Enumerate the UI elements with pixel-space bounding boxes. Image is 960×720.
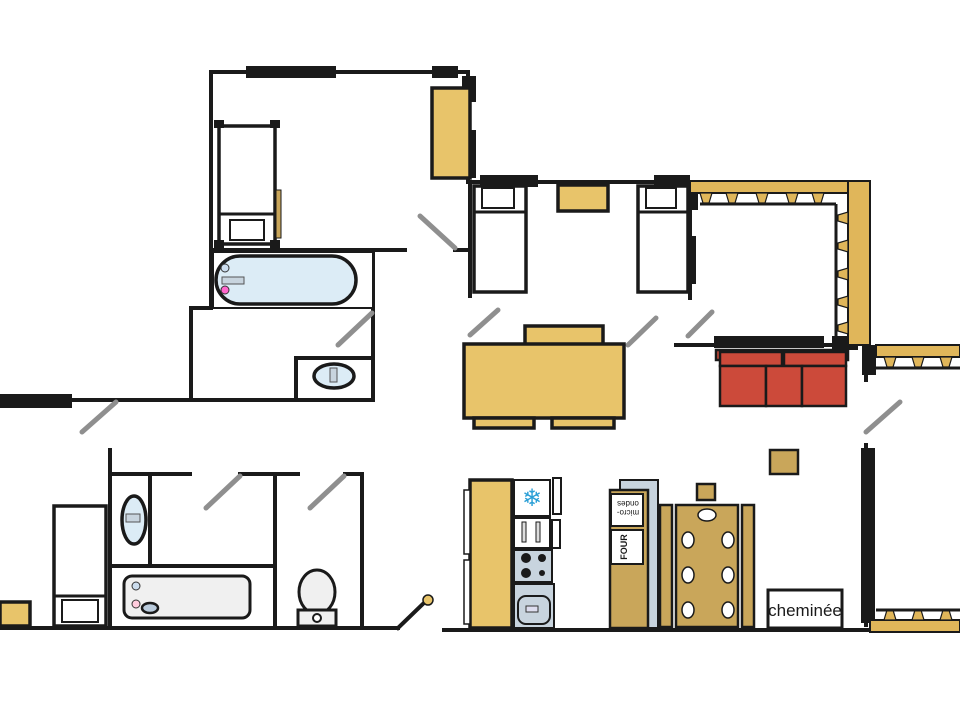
bench-right	[740, 503, 756, 629]
oven	[610, 529, 644, 565]
double-bed	[217, 124, 277, 246]
nightstand	[0, 600, 32, 628]
snowflake-icon: ❄	[522, 486, 542, 512]
bathroom-2	[120, 494, 434, 628]
tap-icon	[422, 594, 434, 606]
bathtub	[214, 254, 358, 306]
cooktop	[513, 549, 553, 583]
balcony	[689, 180, 960, 633]
living-room: cheminée	[462, 324, 850, 630]
dining	[658, 482, 756, 629]
tall-cabinet	[468, 478, 514, 630]
freezer	[513, 479, 551, 517]
fireplace	[766, 588, 844, 630]
toilet	[297, 568, 337, 616]
place-settings	[681, 508, 735, 619]
bedroom-2	[472, 183, 690, 294]
microwave-label-1: micro-	[617, 508, 640, 517]
bedroom-1	[214, 86, 472, 248]
sofa	[714, 348, 850, 408]
microwave-label-2: ondes	[617, 499, 639, 508]
bench-left	[658, 503, 674, 629]
oven-label: FOUR	[619, 534, 629, 560]
bathroom-1	[212, 251, 374, 390]
bedroom-3	[0, 504, 108, 628]
desk	[556, 183, 610, 213]
ottoman	[768, 448, 800, 476]
stool	[695, 482, 717, 502]
dishwasher	[513, 517, 551, 549]
table	[462, 342, 626, 420]
fireplace-label: cheminée	[768, 601, 842, 620]
wardrobe	[430, 86, 472, 180]
microwave	[610, 493, 644, 527]
door-swings	[79, 213, 903, 511]
kitchen: ❄ micro- ondes FOUR	[463, 477, 659, 630]
